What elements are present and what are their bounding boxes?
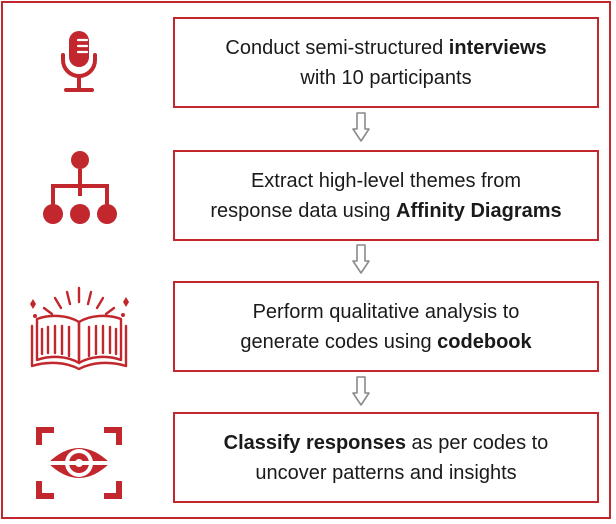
microphone-icon — [61, 31, 97, 92]
step-line: uncover patterns and insights — [255, 461, 517, 484]
step-text: Conduct semi-structured interviews with … — [175, 33, 597, 93]
down-arrow-icon — [352, 112, 370, 142]
step-line: Classify responses as per codes to — [223, 431, 549, 454]
step-box-interviews: Conduct semi-structured interviews with … — [173, 17, 599, 108]
step-line: response data using Affinity Diagrams — [210, 199, 562, 222]
eye-scan-icon — [36, 427, 122, 499]
step-line: Perform qualitative analysis to — [252, 300, 520, 323]
step-box-classify-responses: Classify responses as per codes to uncov… — [173, 412, 599, 503]
step-text: Perform qualitative analysis to generate… — [175, 297, 597, 357]
step-line: Extract high-level themes from — [250, 169, 522, 192]
hierarchy-icon — [43, 151, 117, 224]
down-arrow-icon — [352, 376, 370, 406]
step-line: Conduct semi-structured interviews — [225, 36, 547, 59]
step-line: generate codes using codebook — [240, 330, 532, 353]
step-box-affinity-diagrams: Extract high-level themes from response … — [173, 150, 599, 241]
down-arrow-icon — [352, 244, 370, 274]
step-line: with 10 participants — [300, 66, 472, 89]
step-text: Extract high-level themes from response … — [175, 166, 597, 226]
open-book-icon — [30, 286, 129, 371]
step-box-codebook: Perform qualitative analysis to generate… — [173, 281, 599, 372]
step-text: Classify responses as per codes to uncov… — [175, 428, 597, 488]
